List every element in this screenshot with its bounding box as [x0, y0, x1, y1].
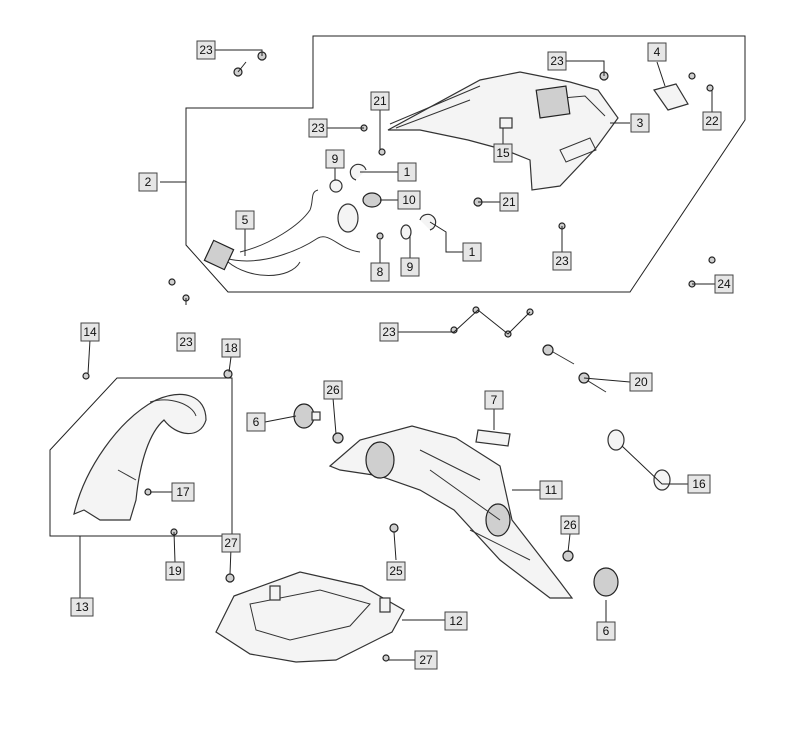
callout-27: 27: [414, 650, 438, 670]
wiring-harness-part: [203, 189, 361, 276]
reflector-right-part: [593, 567, 619, 597]
license-bracket-part: [328, 425, 574, 599]
svg-text:25: 25: [389, 564, 403, 578]
svg-text:7: 7: [491, 393, 498, 407]
callout-12: 12: [444, 611, 468, 631]
callout-21: 21: [499, 192, 519, 212]
callout-6: 6: [596, 621, 616, 641]
callout-16: 16: [687, 474, 711, 494]
svg-text:1: 1: [404, 165, 411, 179]
undertray-part: [215, 571, 405, 663]
svg-text:26: 26: [326, 383, 340, 397]
svg-text:6: 6: [253, 415, 260, 429]
rubber-mount-part: [607, 429, 671, 491]
svg-text:4: 4: [654, 45, 661, 59]
callout-7: 7: [484, 390, 504, 410]
svg-text:6: 6: [603, 624, 610, 638]
callout-5: 5: [235, 210, 255, 230]
svg-text:21: 21: [373, 94, 387, 108]
svg-text:23: 23: [550, 54, 564, 68]
svg-text:5: 5: [242, 213, 249, 227]
callout-20: 20: [629, 372, 653, 392]
callout-23: 23: [379, 322, 399, 342]
svg-text:12: 12: [449, 614, 463, 628]
callout-25: 25: [386, 561, 406, 581]
callout-24: 24: [714, 274, 734, 294]
assembly-2-outline: [185, 35, 746, 293]
svg-text:22: 22: [705, 114, 719, 128]
callout-15: 15: [493, 143, 513, 163]
svg-text:23: 23: [311, 121, 325, 135]
inner-fender-part: [73, 393, 207, 521]
svg-text:14: 14: [83, 325, 97, 339]
callout-26: 26: [560, 515, 580, 535]
callout-23: 23: [196, 40, 216, 60]
svg-text:21: 21: [502, 195, 516, 209]
callout-6: 6: [246, 412, 266, 432]
svg-text:11: 11: [545, 483, 558, 497]
svg-text:15: 15: [496, 146, 510, 160]
lamp-socket-part: [329, 163, 437, 240]
callout-26: 26: [323, 380, 343, 400]
svg-text:9: 9: [407, 260, 414, 274]
callout-1: 1: [397, 162, 417, 182]
svg-text:23: 23: [179, 335, 193, 349]
callout-22: 22: [702, 111, 722, 131]
callout-13: 13: [70, 597, 94, 617]
svg-text:18: 18: [224, 341, 238, 355]
bolt-set-part: [542, 344, 607, 393]
clip-part: [499, 117, 513, 129]
reflector-left-part: [293, 403, 321, 429]
callout-1: 1: [462, 242, 482, 262]
reflector-part: [653, 83, 689, 111]
callout-19: 19: [165, 561, 185, 581]
callout-23: 23: [308, 118, 328, 138]
svg-text:20: 20: [634, 375, 648, 389]
svg-text:16: 16: [692, 477, 706, 491]
callout-23: 23: [176, 332, 196, 352]
callout-10: 10: [397, 190, 421, 210]
callout-21: 21: [370, 91, 390, 111]
callout-4: 4: [647, 42, 667, 62]
svg-text:23: 23: [555, 254, 569, 268]
leader-lines: [79, 49, 715, 661]
svg-text:8: 8: [377, 265, 384, 279]
callout-9: 9: [325, 149, 345, 169]
label-plate-part: [475, 429, 511, 447]
callout-8: 8: [370, 262, 390, 282]
svg-text:27: 27: [224, 536, 238, 550]
callout-23: 23: [552, 251, 572, 271]
callout-14: 14: [80, 322, 100, 342]
svg-text:1: 1: [469, 245, 476, 259]
callout-18: 18: [221, 338, 241, 358]
callout-9: 9: [400, 257, 420, 277]
callout-17: 17: [171, 482, 195, 502]
svg-text:2: 2: [145, 175, 152, 189]
svg-text:23: 23: [199, 43, 213, 57]
svg-text:23: 23: [382, 325, 396, 339]
callout-3: 3: [630, 113, 650, 133]
svg-text:9: 9: [332, 152, 339, 166]
callout-2: 2: [138, 172, 158, 192]
svg-text:19: 19: [168, 564, 182, 578]
svg-text:3: 3: [637, 116, 644, 130]
svg-text:26: 26: [563, 518, 577, 532]
svg-text:13: 13: [75, 600, 89, 614]
callout-27: 27: [221, 533, 241, 553]
callout-11: 11: [539, 480, 563, 500]
callout-23: 23: [547, 51, 567, 71]
svg-text:27: 27: [419, 653, 433, 667]
svg-text:10: 10: [402, 193, 416, 207]
svg-text:17: 17: [176, 485, 190, 499]
assembly-13-outline: [49, 377, 233, 537]
svg-text:24: 24: [717, 277, 731, 291]
